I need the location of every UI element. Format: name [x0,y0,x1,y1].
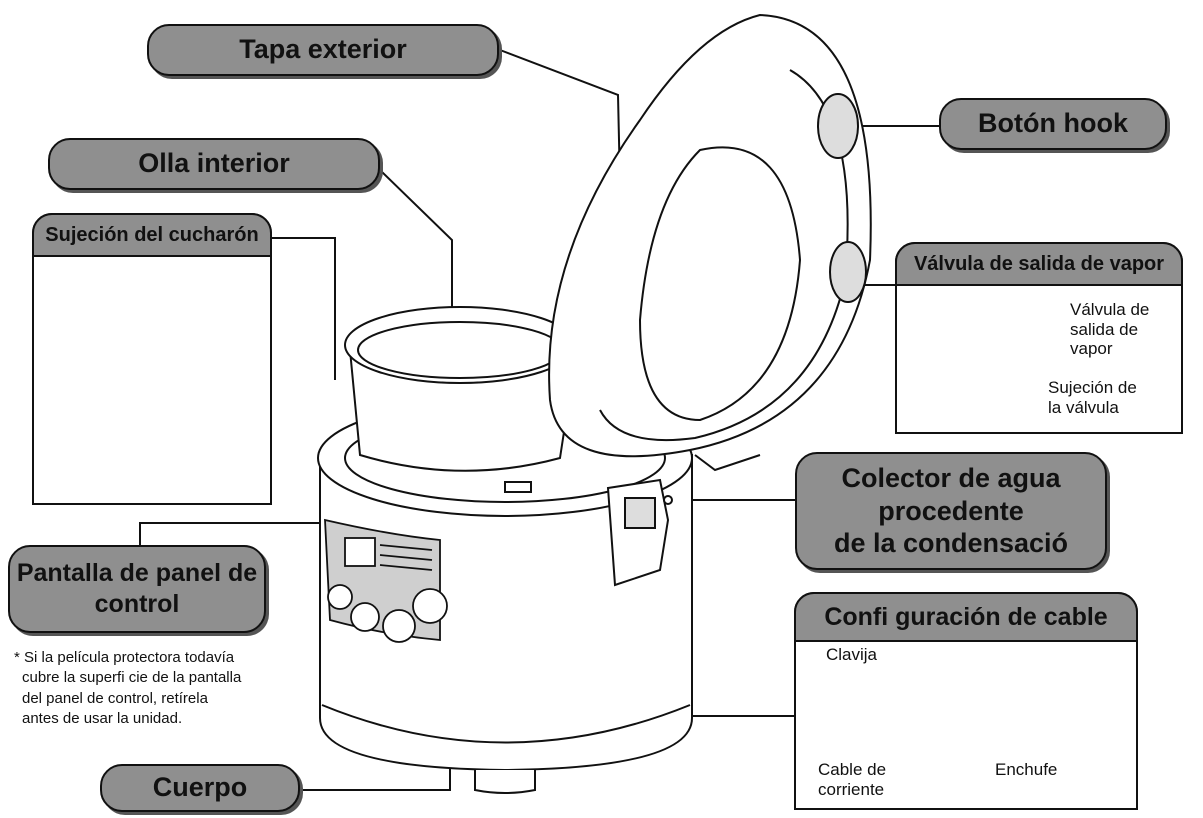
leader-tapa [499,49,621,186]
outer-lid [548,13,872,472]
valvula-inset: Válvula de salida de vapor [895,242,1183,434]
tapa-exterior-label: Tapa exterior [147,24,499,76]
olla-interior-label: Olla interior [48,138,380,190]
boton-hook-label: Botón hook [939,98,1167,150]
colector-label: Colector de agua procedente de la conden… [795,452,1107,570]
cable-corriente-label: Cable de corriente [818,760,887,799]
sujecion-valvula-label: Sujeción de la válvula [1048,378,1137,417]
cuerpo-label: Cuerpo [100,764,300,812]
leader-sujecion [270,237,336,380]
valvula-part-label: Válvula de salida de vapor [1070,300,1150,359]
pantalla-label: Pantalla de panel de control [8,545,266,633]
control-panel [324,518,448,643]
sujecion-header: Sujeción del cucharón [32,213,272,257]
valvula-header: Válvula de salida de vapor [895,242,1183,286]
condensation-collector [606,478,673,587]
sujecion-inset: Sujeción del cucharón [32,213,272,505]
cable-header: Confi guración de cable [794,592,1138,642]
leader-pantalla [139,522,345,545]
enchufe-label: Enchufe [995,760,1058,779]
protective-film-note: * Si la película protectora todavía cubr… [14,649,242,727]
clavija-label: Clavija [826,645,878,664]
cable-inset: Confi guración de cable [794,592,1138,810]
inner-pot [344,306,576,472]
